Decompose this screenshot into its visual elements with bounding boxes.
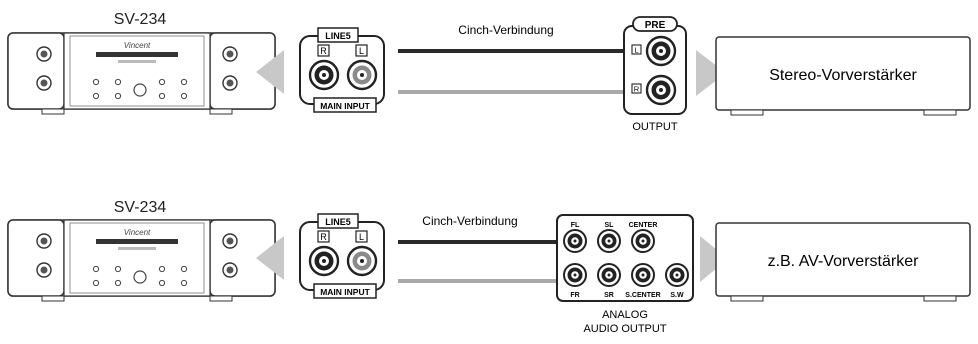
signal-arrow-icon xyxy=(696,50,726,96)
cable-dark xyxy=(398,49,630,53)
signal-arrow-icon xyxy=(256,236,284,280)
target-device-name: Stereo-Vorverstärker xyxy=(769,67,917,84)
right-channel-label: R xyxy=(320,232,327,242)
knob-icon xyxy=(222,46,238,62)
rca-jack-right-icon xyxy=(308,245,340,277)
input-connector-panel: LINE5 MAIN INPUT R L xyxy=(299,27,385,113)
fl-jack-icon xyxy=(563,229,587,253)
cable-label: Cinch-Verbindung xyxy=(458,23,553,37)
fr-jack-icon xyxy=(563,263,587,287)
line5-label: LINE5 xyxy=(325,217,351,227)
output-caption-line2: AUDIO OUTPUT xyxy=(583,323,666,335)
output-connector-panel: PRE L R xyxy=(623,16,687,115)
sl-jack-icon xyxy=(597,229,621,253)
cable-light xyxy=(398,279,556,283)
cd-player-device: Vincent xyxy=(7,219,276,302)
jack-label-center: CENTER xyxy=(629,222,658,229)
jack-label-sw: S.W xyxy=(670,292,684,299)
signal-arrow-icon xyxy=(256,50,284,94)
right-channel-label: R xyxy=(320,46,327,56)
rca-jack-right-icon xyxy=(308,59,340,91)
jack-label-sr: SR xyxy=(604,292,614,299)
target-device-name: z.B. AV-Vorverstärker xyxy=(768,253,920,270)
knob-icon xyxy=(222,233,238,249)
av-preamp-device: z.B. AV-Vorverstärker xyxy=(715,222,971,302)
analog-audio-output-panel: FL SL CENTER FR SR S.CENTER S.W xyxy=(556,214,694,302)
volume-knob-icon xyxy=(36,46,52,62)
sr-jack-icon xyxy=(597,263,621,287)
selector-knob-icon xyxy=(36,75,52,91)
pre-out-right-jack-icon xyxy=(645,74,677,106)
cable-label: Cinch-Verbindung xyxy=(422,214,517,228)
main-input-label: MAIN INPUT xyxy=(320,101,370,111)
jack-label-fl: FL xyxy=(571,222,580,229)
diagram-2: SV-234 Vincent xyxy=(7,199,971,335)
jack-label-sl: SL xyxy=(605,222,615,229)
sw-jack-icon xyxy=(665,263,689,287)
rca-jack-left-icon xyxy=(346,59,378,91)
signal-arrow-icon xyxy=(700,236,728,282)
pre-badge: PRE xyxy=(645,20,666,31)
diagram-1: SV-234 Vincent xyxy=(7,11,971,133)
left-channel-label: L xyxy=(359,46,364,56)
device-title: SV-234 xyxy=(114,199,167,216)
rca-jack-left-icon xyxy=(346,245,378,277)
selector-knob-icon xyxy=(36,262,52,278)
out-left-label: L xyxy=(634,46,638,55)
cd-player-device: Vincent xyxy=(7,32,276,115)
s-center-jack-icon xyxy=(631,263,655,287)
front-buttons-icon xyxy=(92,78,188,100)
out-right-label: R xyxy=(634,85,640,94)
knob-icon xyxy=(222,262,238,278)
left-channel-label: L xyxy=(359,232,364,242)
stereo-preamp-device: Stereo-Vorverstärker xyxy=(715,36,971,116)
output-caption-line1: ANALOG xyxy=(602,309,648,321)
center-jack-icon xyxy=(631,229,655,253)
output-caption: OUTPUT xyxy=(632,121,678,133)
knob-icon xyxy=(222,75,238,91)
device-title: SV-234 xyxy=(114,11,167,28)
front-buttons-icon xyxy=(92,265,188,287)
brand-logo: Vincent xyxy=(124,41,151,50)
line5-label: LINE5 xyxy=(325,31,351,41)
cable-dark xyxy=(398,240,556,244)
jack-label-s-center: S.CENTER xyxy=(625,292,660,299)
input-connector-panel: LINE5 MAIN INPUT R L xyxy=(299,213,385,299)
jack-label-fr: FR xyxy=(570,292,579,299)
pre-out-left-jack-icon xyxy=(645,35,677,67)
volume-knob-icon xyxy=(36,233,52,249)
brand-logo: Vincent xyxy=(124,228,151,237)
cable-light xyxy=(398,90,630,94)
main-input-label: MAIN INPUT xyxy=(320,287,370,297)
